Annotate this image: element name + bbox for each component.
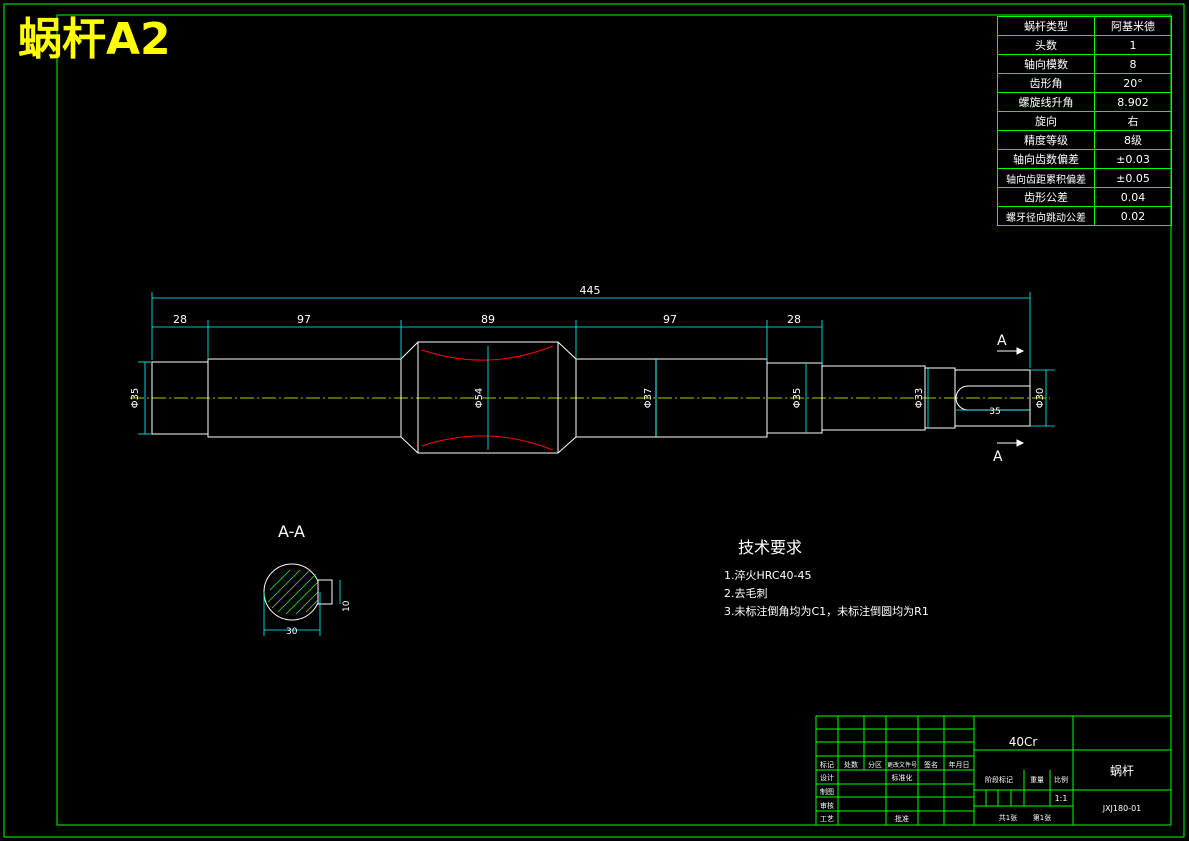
diameter-dim-1: Φ35 — [130, 388, 141, 409]
overall-dimension — [151, 292, 1031, 368]
role-design: 设计 — [820, 773, 834, 782]
header-col-4: 更改文件号 — [887, 761, 917, 769]
keyway-length-text: 35 — [989, 407, 1000, 417]
parameter-value: 20° — [1094, 73, 1172, 93]
part-name-text: 蜗杆 — [1110, 763, 1134, 778]
parameter-label: 轴向齿数偏差 — [997, 149, 1095, 169]
tech-item-1: 1.淬火HRC40-45 — [724, 568, 812, 582]
scale-label: 比例 — [1054, 775, 1068, 784]
role-review: 审核 — [820, 801, 834, 810]
parameter-value: ±0.05 — [1094, 168, 1172, 188]
parameter-label: 齿形公差 — [997, 187, 1095, 207]
standard-label: 标准化 — [892, 773, 913, 782]
tech-heading: 技术要求 — [738, 538, 802, 557]
role-process: 工艺 — [820, 815, 834, 823]
parameter-label: 齿形角 — [997, 73, 1095, 93]
segment-dim-5: 28 — [787, 313, 801, 326]
role-draft: 制图 — [820, 787, 834, 796]
approve-label: 批准 — [895, 814, 909, 823]
parameter-value: 0.04 — [1094, 187, 1172, 207]
overall-dimension-text: 445 — [580, 284, 601, 297]
parameter-value: 8.902 — [1094, 92, 1172, 112]
section-cut-markers — [997, 347, 1025, 447]
parameter-label: 蜗杆类型 — [997, 16, 1095, 36]
shaft-outline — [151, 341, 1031, 454]
parameter-value: 右 — [1094, 111, 1172, 131]
diameter-dimension-lines — [138, 346, 1055, 450]
segment-dim-1: 28 — [173, 313, 187, 326]
header-col-1: 标记 — [820, 760, 834, 769]
inner-border — [56, 14, 1172, 826]
diameter-dim-3: Φ37 — [643, 388, 654, 409]
header-col-6: 年月日 — [949, 760, 970, 769]
parameter-value: 1 — [1094, 35, 1172, 55]
parameter-value: 8 — [1094, 54, 1172, 74]
sheets-text: 共1张 — [999, 813, 1017, 822]
outer-border — [3, 3, 1185, 838]
parameter-row: 轴向齿数偏差±0.03 — [997, 149, 1172, 169]
parameter-value: 0.02 — [1094, 206, 1172, 226]
section-view — [263, 563, 341, 636]
tech-item-3: 3.未标注倒角均为C1，未标注倒圆均为R1 — [724, 604, 929, 618]
parameter-row: 轴向齿距累积偏差±0.05 — [997, 168, 1172, 188]
parameter-label: 精度等级 — [997, 130, 1095, 150]
header-col-3: 分区 — [868, 760, 882, 769]
parameter-label: 头数 — [997, 35, 1095, 55]
tech-item-2: 2.去毛刺 — [724, 587, 768, 600]
parameter-label: 旋向 — [997, 111, 1095, 131]
sheet-no-text: 第1张 — [1033, 813, 1051, 822]
section-view-label: A-A — [278, 522, 305, 541]
weight-label: 重量 — [1030, 776, 1044, 784]
segment-dim-4: 97 — [663, 313, 677, 326]
parameter-label: 螺牙径向跳动公差 — [997, 206, 1095, 226]
title-block-grid — [815, 715, 1172, 826]
parameter-label: 轴向模数 — [997, 54, 1095, 74]
material-text: 40Cr — [1009, 735, 1038, 749]
section-marker-top: A — [997, 333, 1007, 349]
segment-dim-2: 97 — [297, 313, 311, 326]
parameter-value: ±0.03 — [1094, 149, 1172, 169]
diameter-dim-6: Φ30 — [1035, 388, 1046, 409]
parameter-row: 蜗杆类型阿基米德 — [997, 16, 1172, 36]
drawing-title: 蜗杆A2 — [18, 14, 171, 65]
parameter-label: 螺旋线升角 — [997, 92, 1095, 112]
header-col-2: 处数 — [844, 760, 858, 769]
section-depth-text: 30 — [286, 627, 298, 637]
stage-label: 阶段标记 — [985, 775, 1013, 784]
section-width-text: 10 — [342, 600, 352, 612]
header-col-5: 签名 — [924, 760, 938, 769]
scale-value: 1:1 — [1055, 794, 1068, 803]
parameter-value: 阿基米德 — [1094, 16, 1172, 36]
section-marker-bottom: A — [993, 449, 1003, 465]
parameter-value: 8级 — [1094, 130, 1172, 150]
drawing-no-text: JXJ180-01 — [1102, 804, 1142, 813]
segment-dim-3: 89 — [481, 313, 495, 326]
segment-dimension-lines — [152, 320, 823, 365]
diameter-dim-5: Φ33 — [914, 388, 925, 409]
diameter-dim-2: Φ54 — [474, 388, 485, 409]
parameter-label: 轴向齿距累积偏差 — [997, 168, 1095, 188]
parameter-row: 旋向右 — [997, 111, 1172, 131]
diameter-dim-4: Φ35 — [792, 388, 803, 409]
